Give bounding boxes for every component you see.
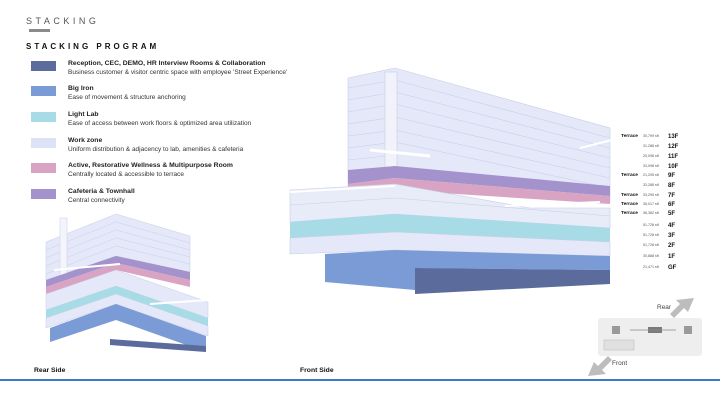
floor-row: 33,288 sft 8F	[643, 183, 675, 189]
section-title: STACKING	[26, 16, 100, 26]
floor-number: 10F	[668, 164, 679, 170]
floor-number: 5F	[668, 211, 675, 217]
floor-area: 30,888 sft	[643, 254, 659, 258]
site-plan	[598, 318, 702, 356]
floor-area: 21,471 sft	[643, 265, 659, 269]
floor-number: 2F	[668, 243, 675, 249]
front-arrow-icon	[588, 356, 612, 376]
floor-number: 3F	[668, 233, 675, 239]
floor-area: 33,098 sft	[643, 164, 659, 168]
floor-area: 21,205 sft	[643, 173, 659, 177]
floor-row: Terrace 30,799 sft 13F	[621, 133, 679, 140]
legend-name: Cafeteria & Townhall	[68, 188, 135, 195]
floor-area: 33,288 sft	[643, 183, 659, 187]
terrace-label: Terrace	[621, 133, 638, 139]
floor-area: 51,728 sft	[643, 243, 659, 247]
legend-desc: Business customer & visitor centric spac…	[68, 69, 288, 76]
floor-area: 36,017 sft	[643, 202, 659, 206]
floor-row: 51,728 sft 3F	[643, 233, 675, 239]
floor-row: Terrace 21,205 sft 9F	[621, 172, 675, 179]
floor-area: 30,799 sft	[643, 134, 659, 138]
legend-desc: Ease of movement & structure anchoring	[68, 94, 186, 101]
floor-number: 11F	[668, 154, 678, 160]
rear-building	[45, 213, 209, 352]
legend-name: Reception, CEC, DEMO, HR Interview Rooms…	[68, 60, 266, 67]
floor-number: 1F	[668, 254, 675, 260]
legend-swatch-work-zone	[31, 138, 56, 148]
floor-row: 30,888 sft 1F	[643, 254, 675, 260]
floor-number: 12F	[668, 144, 679, 150]
terrace-label: Terrace	[621, 201, 638, 207]
floor-number: 4F	[668, 223, 675, 229]
legend-swatch-reception	[31, 61, 56, 71]
floor-table: Terrace 30,799 sft 13F 31,288 sft 12F 20…	[621, 133, 679, 271]
legend-desc: Centrally located & accessible to terrac…	[68, 171, 184, 178]
rear-side-label: Rear Side	[34, 367, 66, 374]
key-plan	[588, 298, 702, 376]
legend-swatch-cafeteria	[31, 189, 56, 199]
legend-name: Light Lab	[68, 111, 99, 118]
legend-desc: Uniform distribution & adjacency to lab,…	[68, 146, 244, 153]
front-building	[289, 67, 621, 294]
bottom-divider	[0, 379, 720, 381]
floor-area: 36,382 sft	[643, 211, 659, 215]
floor-row: Terrace 36,382 sft 5F	[621, 210, 675, 217]
program-title: STACKING PROGRAM	[26, 42, 160, 51]
floor-number: 13F	[668, 134, 679, 140]
floor-number: GF	[668, 265, 677, 271]
terrace-label: Terrace	[621, 172, 638, 178]
floor-area: 51,728 sft	[643, 233, 659, 237]
floor-area: 33,299 sft	[643, 193, 659, 197]
rear-arrow-icon	[670, 298, 694, 318]
legend-name: Work zone	[68, 137, 103, 144]
terrace-label: Terrace	[621, 210, 638, 216]
floor-number: 9F	[668, 173, 675, 179]
floor-number: 7F	[668, 193, 675, 199]
floor-row: 51,728 sft 2F	[643, 243, 675, 249]
rear-label: Rear	[657, 304, 672, 311]
legend-swatch-wellness	[31, 163, 56, 173]
legend-name: Big Iron	[68, 85, 94, 92]
floor-row: 51,728 sft 4F	[643, 223, 675, 229]
floor-row: 33,098 sft 10F	[643, 164, 679, 170]
floor-area: 51,728 sft	[643, 223, 659, 227]
floor-row: 20,098 sft 11F	[643, 154, 678, 160]
legend-swatch-light-lab	[31, 112, 56, 122]
legend-desc: Ease of access between work floors & opt…	[68, 120, 252, 127]
front-side-label: Front Side	[300, 367, 334, 374]
legend-name: Active, Restorative Wellness & Multipurp…	[68, 162, 233, 169]
floor-row: Terrace 33,299 sft 7F	[621, 192, 675, 199]
floor-row: Terrace 36,017 sft 6F	[621, 201, 675, 208]
terrace-label: Terrace	[621, 192, 638, 198]
floor-number: 8F	[668, 183, 675, 189]
legend-swatch-big-iron	[31, 86, 56, 96]
floor-number: 6F	[668, 202, 675, 208]
front-label: Front	[612, 360, 628, 367]
legend-desc: Central connectivity	[68, 197, 125, 204]
floor-row: 21,471 sft GF	[643, 265, 677, 271]
floor-area: 20,098 sft	[643, 154, 659, 158]
floor-area: 31,288 sft	[643, 144, 659, 148]
floor-row: 31,288 sft 12F	[643, 144, 679, 150]
header-divider	[29, 29, 50, 32]
